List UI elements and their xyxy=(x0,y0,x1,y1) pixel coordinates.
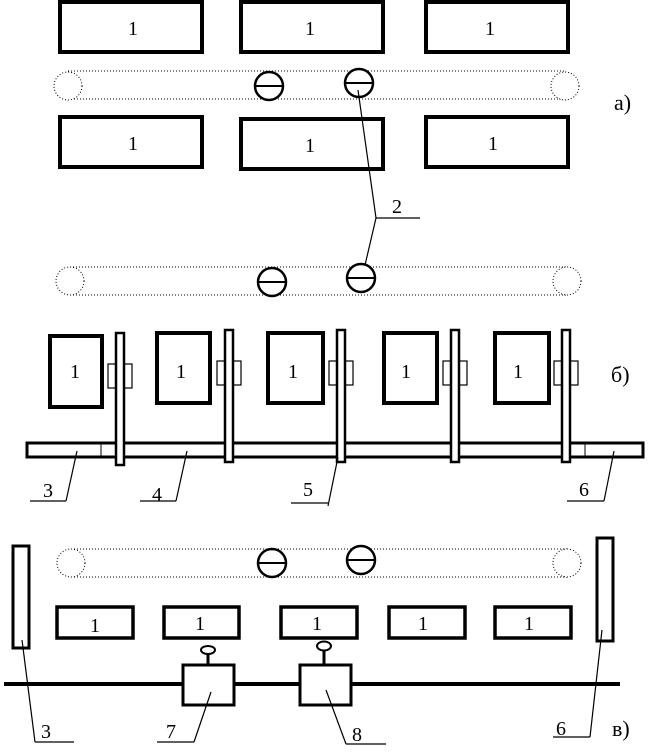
section-label: а) xyxy=(614,90,631,115)
pulley xyxy=(55,266,85,296)
rail xyxy=(25,441,645,459)
box-label: 1 xyxy=(128,133,138,155)
pulley xyxy=(550,71,580,101)
box xyxy=(55,605,135,640)
valve-block xyxy=(181,645,236,707)
section-label: в) xyxy=(612,716,630,741)
post xyxy=(328,328,354,464)
callout-4: 4 xyxy=(140,450,188,506)
callout-text: 5 xyxy=(303,479,313,501)
box-label: 1 xyxy=(488,133,498,155)
post xyxy=(442,328,468,464)
post xyxy=(553,328,579,464)
end-stand xyxy=(11,544,31,650)
box-label: 1 xyxy=(485,18,495,40)
callout-text: 6 xyxy=(579,479,589,501)
box xyxy=(424,0,570,54)
box-label: 1 xyxy=(90,615,100,637)
box xyxy=(493,605,573,640)
box-label: 1 xyxy=(70,361,80,383)
conveyor-loop xyxy=(53,67,580,102)
post xyxy=(107,331,133,467)
callout-text: 7 xyxy=(166,721,176,743)
section-a: 1 1 1 1 1 1 а) 2 xyxy=(53,0,631,298)
callout-3: 3 xyxy=(30,450,78,502)
box xyxy=(424,115,570,169)
conveyor-loop xyxy=(56,544,582,579)
box-label: 1 xyxy=(401,361,411,383)
box xyxy=(58,115,204,169)
callout-6: 6 xyxy=(553,629,603,740)
section-b: 1 1 1 1 1 б) xyxy=(25,328,645,507)
end-stand xyxy=(595,536,615,643)
callout-text: 8 xyxy=(352,724,362,746)
callout-8: 8 xyxy=(325,689,386,746)
box-label: 1 xyxy=(176,361,186,383)
callout-text: 6 xyxy=(556,718,566,740)
box xyxy=(493,331,551,405)
box xyxy=(266,331,325,405)
box xyxy=(58,0,204,54)
box-label: 1 xyxy=(288,361,298,383)
callout-6: 6 xyxy=(567,450,615,502)
box-label: 1 xyxy=(513,361,523,383)
section-label: б) xyxy=(611,362,630,387)
box-label: 1 xyxy=(524,613,534,635)
callout-text: 2 xyxy=(392,196,402,218)
pulley xyxy=(552,266,582,296)
box-label: 1 xyxy=(305,135,315,157)
callout-7: 7 xyxy=(157,691,212,743)
section-v: 1 1 1 1 1 в) 3 7 xyxy=(4,536,630,746)
box xyxy=(279,605,359,640)
post xyxy=(216,328,242,464)
pulley xyxy=(53,71,83,101)
conveyor-loop xyxy=(55,262,582,298)
box xyxy=(239,117,385,171)
box xyxy=(162,605,241,640)
callout-text: 3 xyxy=(43,480,53,502)
box-label: 1 xyxy=(305,18,315,40)
box xyxy=(382,331,439,405)
box-label: 1 xyxy=(418,613,428,635)
callout-text: 4 xyxy=(152,484,162,506)
pulley xyxy=(552,548,582,578)
callout-text: 3 xyxy=(41,721,51,743)
box-label: 1 xyxy=(128,18,138,40)
box xyxy=(239,0,385,54)
box-label: 1 xyxy=(195,613,205,635)
box xyxy=(155,331,212,405)
callout-3: 3 xyxy=(21,639,74,743)
valve-block xyxy=(298,640,353,707)
pulley xyxy=(56,548,86,578)
box xyxy=(48,334,104,409)
box-label: 1 xyxy=(312,613,322,635)
box xyxy=(387,605,467,640)
callout-5: 5 xyxy=(291,456,339,507)
